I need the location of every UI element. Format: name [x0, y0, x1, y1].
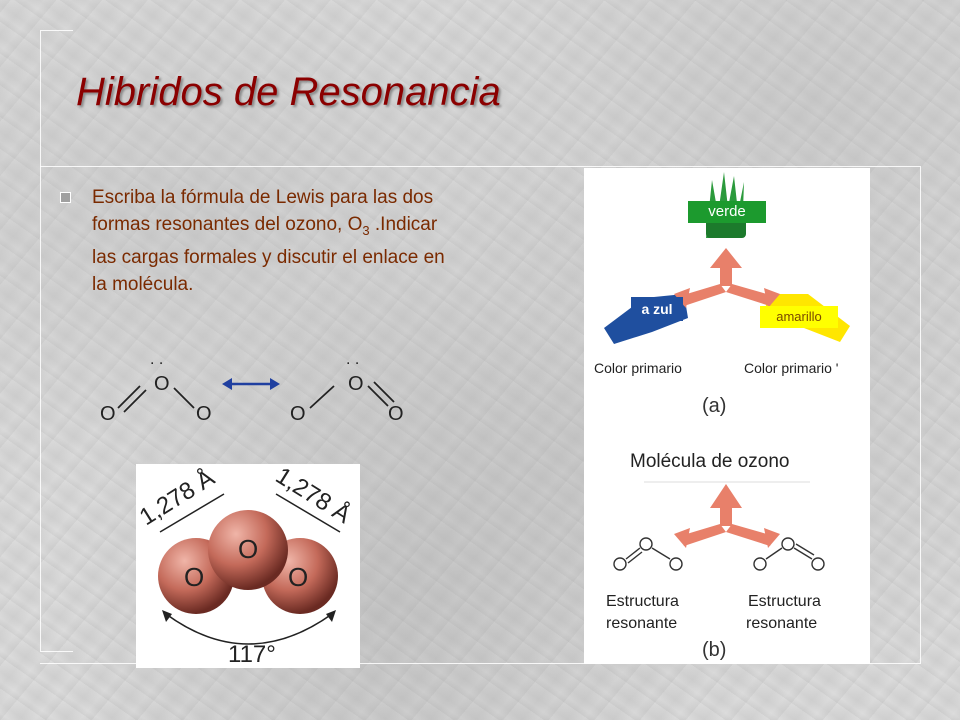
resonance-analogy-figure: (a) (b)	[584, 168, 870, 664]
resonance-mixing-arrows-icon	[674, 484, 780, 548]
bullet-square-icon	[60, 192, 71, 203]
oxygen-atom-label: O	[288, 562, 308, 592]
oxygen-atom: O	[100, 403, 116, 425]
ozone-structure-right-icon	[753, 537, 825, 571]
estructura-left-line2: resonante	[606, 615, 678, 632]
bond-length-label-right: 1,278 Å	[271, 464, 356, 529]
lone-pair-dots: . .	[346, 352, 359, 368]
estructura-left: Estructura resonante	[606, 591, 679, 635]
label-amarillo: amarillo	[760, 306, 838, 328]
resonance-arrow-icon	[222, 378, 280, 390]
oxygen-atom: O	[196, 403, 212, 425]
oxygen-atom-label: O	[184, 562, 204, 592]
oxygen-atom-label: O	[238, 534, 258, 564]
oxygen-atom: O	[290, 403, 306, 425]
bullet-text: Escriba la fórmula de Lewis para las dos…	[92, 187, 445, 295]
estructura-right: Estructura resonante	[746, 591, 821, 635]
decorative-frame-horizontal	[40, 166, 921, 664]
molecule-title: Molécula de ozono	[630, 451, 790, 472]
figure-label-b: (b)	[702, 639, 726, 661]
color-primario-right: Color primario '	[744, 360, 839, 376]
oxygen-atom: O	[348, 373, 364, 395]
oxygen-atom: O	[388, 403, 404, 425]
mixing-arrows-icon	[674, 248, 780, 308]
figure-label-a: (a)	[702, 395, 726, 417]
decorative-frame-vertical	[40, 30, 73, 652]
label-verde: verde	[688, 201, 766, 223]
bond-angle-label: 117°	[228, 641, 276, 668]
label-azul: a zul	[631, 297, 683, 321]
estructura-right-line2: resonante	[746, 615, 818, 632]
color-primario-left: Color primario	[594, 360, 682, 376]
slide-title: Hibridos de Resonancia	[76, 70, 501, 114]
ozone-model-image: O O O 1,278 Å 1,278 Å 117°	[134, 461, 360, 668]
ozone-structure-left-icon	[613, 537, 683, 571]
lewis-structures: . . O O O . . O O O	[96, 351, 426, 432]
lone-pair-dots: . .	[150, 352, 163, 368]
oxygen-atom: O	[154, 373, 170, 395]
estructura-right-line1: Estructura	[748, 593, 821, 610]
estructura-left-line1: Estructura	[606, 593, 679, 610]
